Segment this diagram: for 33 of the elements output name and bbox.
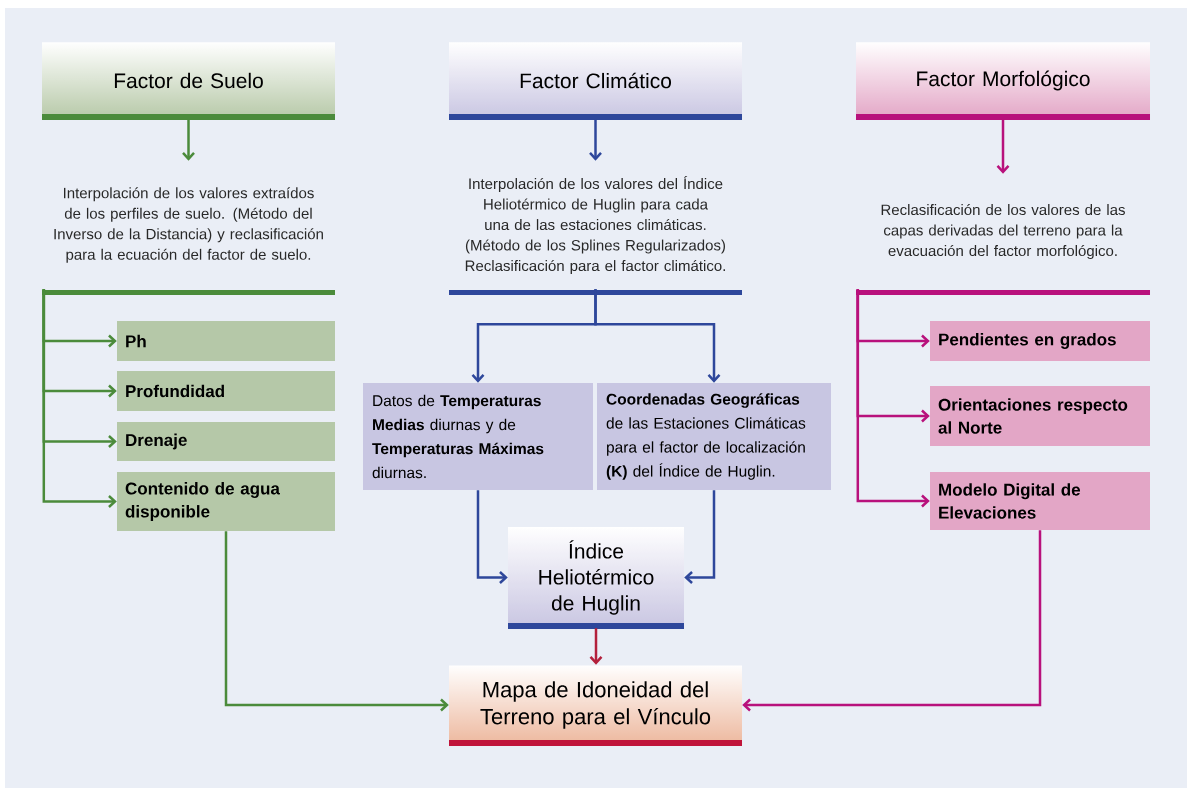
factor-box: Ph <box>117 321 335 361</box>
process-text: Interpolación de los valores del Índice Heliotérmico de Huglin para cada una de las estaciones climáticas. (Método de los Splines Regularizados) Reclasificación para el factor climático. <box>449 175 742 295</box>
factor-box: Drenaje <box>117 422 335 461</box>
arrow <box>476 490 508 584</box>
data-box: Coordenadas Geográficas de las Estaciones Climáticas para el factor de localización (K) del Índice de Huglin. <box>597 383 831 490</box>
header-box: Mapa de Idoneidad del Terreno para el Vínculo <box>449 681 742 746</box>
node-label: Índice Heliotérmico de Huglin <box>539 540 654 615</box>
node-label: Mapa de Idoneidad del Terreno para el Vínculo <box>480 681 711 729</box>
data-box: Datos de Temperaturas Medias diurnas y de Temperaturas Máximas diurnas. <box>363 383 593 490</box>
arrow <box>42 289 117 508</box>
arrow <box>594 289 721 383</box>
factor-box: Orientaciones respecto al Norte <box>930 386 1150 446</box>
arrow <box>182 119 195 161</box>
arrow <box>589 119 602 161</box>
node-label: Factor Morfológico <box>917 70 1090 91</box>
node-label: Factor de Suelo <box>114 72 263 89</box>
factor-box: Contenido de agua disponible <box>117 472 335 531</box>
arrow <box>224 531 449 712</box>
header-box: Factor Morfológico <box>856 70 1150 120</box>
process-text: Reclasificación de los valores de las capas derivadas del terreno para la evacuación del factor morfológico. <box>856 203 1150 295</box>
arrow <box>856 289 930 508</box>
arrow <box>996 119 1010 174</box>
process-text: Interpolación de los valores extraídos de los perfiles de suelo. (Método del Inverso de la Distancia) y reclasificación para la ecuación del factor de suelo. <box>42 187 335 295</box>
header-box: Factor de Suelo <box>42 72 335 120</box>
result-box: Índice Heliotérmico de Huglin <box>508 540 684 629</box>
arrow <box>684 490 716 584</box>
node-label: Factor Climático <box>520 72 672 89</box>
arrow <box>589 628 603 665</box>
factor-box: Pendientes en grados <box>930 321 1150 361</box>
factor-box: Profundidad <box>117 371 335 411</box>
arrow <box>742 530 1042 712</box>
header-box: Factor Climático <box>449 72 742 120</box>
factor-box: Modelo Digital de Elevaciones <box>930 472 1150 530</box>
